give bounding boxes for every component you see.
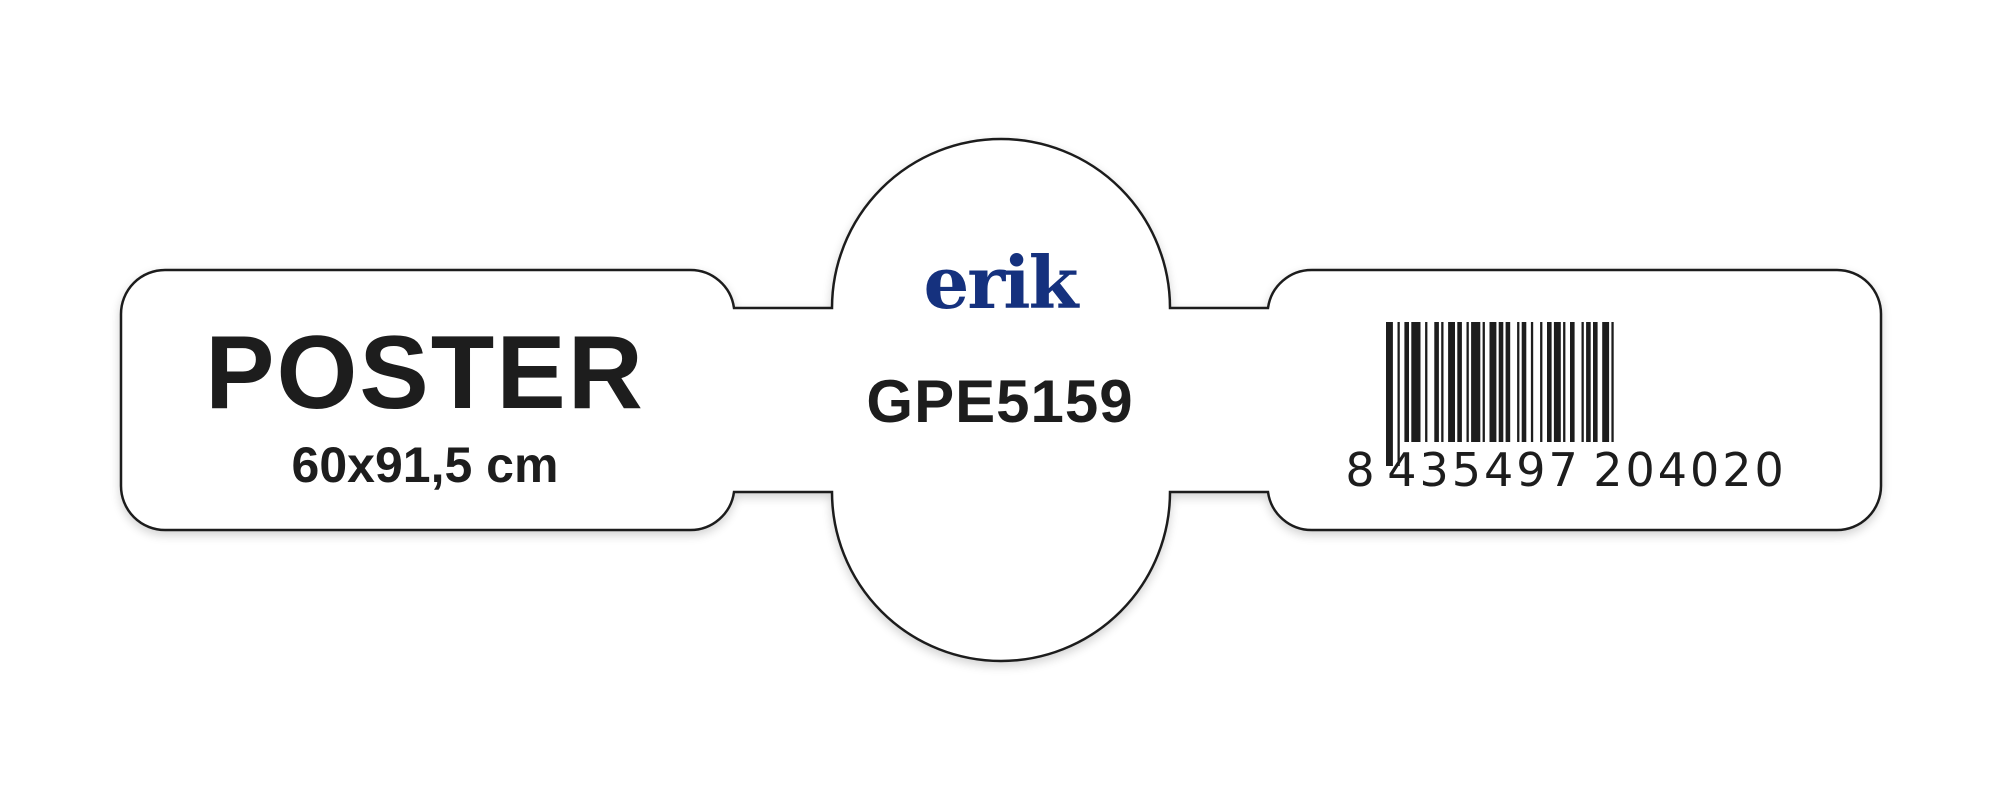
barcode-bar bbox=[1586, 322, 1591, 442]
barcode-bar bbox=[1457, 322, 1462, 442]
barcode-bar bbox=[1540, 322, 1543, 442]
barcode-bar bbox=[1425, 322, 1428, 442]
barcode-bar bbox=[1397, 322, 1400, 466]
barcode-bar bbox=[1386, 322, 1393, 466]
barcode bbox=[1386, 322, 1614, 466]
product-code: GPE5159 bbox=[866, 368, 1133, 435]
barcode-bar bbox=[1441, 322, 1444, 442]
label-outline bbox=[119, 137, 1883, 663]
barcode-bar bbox=[1570, 322, 1575, 442]
barcode-bar bbox=[1498, 322, 1504, 442]
barcode-bar bbox=[1611, 322, 1614, 442]
barcode-bar bbox=[1547, 322, 1552, 442]
barcode-digits-right: 204020 bbox=[1593, 443, 1787, 497]
barcode-bar bbox=[1404, 322, 1409, 442]
barcode-bar bbox=[1593, 322, 1598, 442]
barcode-bar bbox=[1466, 322, 1469, 442]
barcode-bar bbox=[1581, 322, 1584, 442]
barcode-bar bbox=[1521, 322, 1527, 442]
brand-wordmark: erik bbox=[924, 240, 1081, 325]
barcode-bar bbox=[1602, 322, 1610, 442]
barcode-digit-first: 8 bbox=[1345, 443, 1374, 497]
barcode-bar bbox=[1471, 322, 1481, 442]
barcode-bar bbox=[1553, 322, 1561, 442]
barcode-bar bbox=[1563, 322, 1566, 442]
barcode-bar bbox=[1411, 322, 1421, 442]
barcode-bar bbox=[1482, 322, 1485, 442]
barcode-bar bbox=[1530, 322, 1534, 442]
brand-logo: erik bbox=[924, 240, 1083, 325]
barcode-bar bbox=[1489, 322, 1497, 442]
barcode-bar bbox=[1448, 322, 1455, 442]
product-type-title: POSTER bbox=[205, 315, 645, 431]
product-size: 60x91,5 cm bbox=[292, 437, 559, 493]
barcode-digits-left: 435497 bbox=[1387, 443, 1581, 497]
barcode-bar bbox=[1505, 322, 1511, 442]
barcode-bar bbox=[1434, 322, 1439, 442]
barcode-bar bbox=[1517, 322, 1520, 442]
